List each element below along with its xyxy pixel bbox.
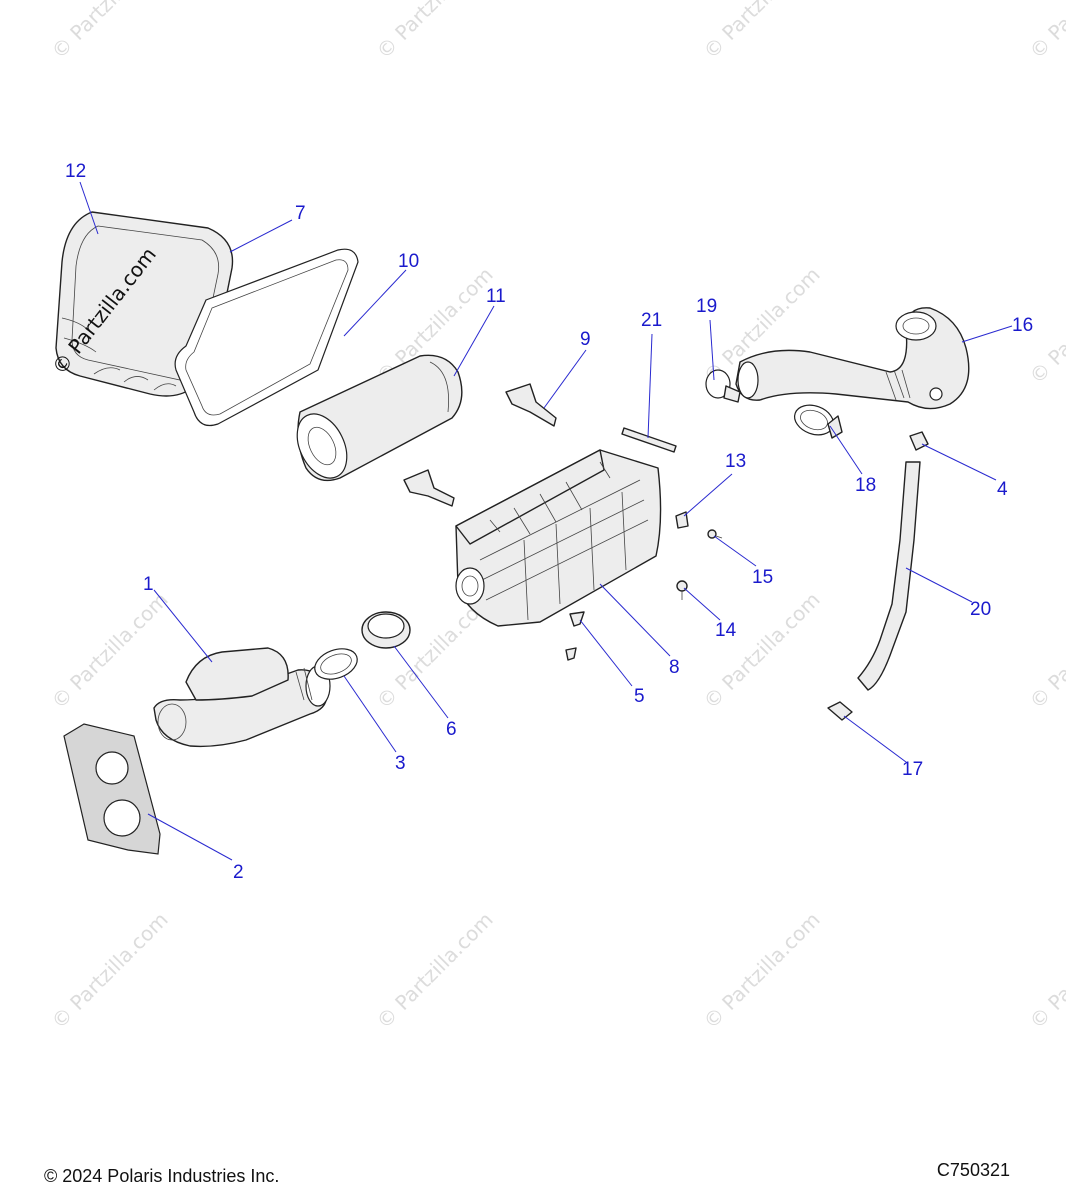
callout-10: 10: [398, 251, 419, 272]
leader-line-5: [579, 619, 633, 687]
callout-20: 20: [970, 599, 991, 620]
leader-lines: [79, 181, 1013, 861]
leader-line-6: [393, 645, 449, 719]
watermark: © Partzilla.com: [47, 907, 173, 1033]
leader-line-17: [843, 715, 907, 763]
watermark: © Partzilla.com: [1025, 0, 1066, 64]
watermark: © Partzilla.com: [47, 587, 173, 713]
watermark: © Partzilla.com: [1025, 587, 1066, 713]
callout-3: 3: [395, 753, 406, 774]
leader-line-12: [79, 181, 99, 235]
leader-line-11: [453, 305, 495, 377]
leader-line-2: [147, 813, 233, 861]
leader-line-20: [905, 567, 973, 603]
part-3-clamp: [314, 648, 358, 680]
callout-4: 4: [997, 479, 1008, 500]
part-21-strap: [621, 427, 677, 453]
part-20-vent-hose: [857, 461, 921, 691]
part-16-outlet-duct: [735, 307, 970, 410]
leader-line-15: [713, 535, 757, 567]
copyright-notice: © 2024 Polaris Industries Inc.: [44, 1166, 280, 1186]
callout-7: 7: [295, 203, 306, 224]
leader-line-4: [921, 443, 997, 481]
callout-12: 12: [65, 161, 86, 182]
diagram-code: C750321: [936, 1160, 1010, 1180]
leader-line-10: [343, 269, 407, 337]
part-19-clamp: [705, 369, 741, 403]
part-14-screw: [676, 580, 688, 600]
callout-11: 11: [486, 286, 506, 307]
callout-16: 16: [1012, 315, 1033, 336]
part-5-drain-valve: [565, 611, 585, 661]
leader-line-1: [153, 589, 213, 663]
callout-14: 14: [715, 620, 737, 641]
leader-line-16: [961, 325, 1013, 343]
part-2-panel: [63, 723, 161, 855]
part-1-intake-duct: [153, 647, 331, 748]
part-4-fitting: [909, 431, 929, 451]
watermark: © Partzilla.com: [699, 0, 825, 64]
part-11-air-filter: [296, 354, 463, 482]
callout-13: 13: [725, 451, 746, 472]
watermark: © Partzilla.com: [372, 0, 498, 64]
callout-6: 6: [446, 719, 457, 740]
watermark: © Partzilla.com: [47, 0, 173, 64]
callout-labels: 1 2 3 4 5 6 7 8 9 10 11 12 13 14 15 16 1…: [65, 161, 1033, 883]
leader-line-19: [709, 319, 715, 381]
callout-5: 5: [634, 686, 645, 707]
part-8-airbox-housing: [455, 449, 662, 627]
callout-15: 15: [752, 567, 773, 588]
part-9-bracket-upper: [505, 383, 557, 427]
callout-18: 18: [855, 475, 876, 496]
part-18-clamp: [794, 404, 843, 439]
part-17-clamp: [827, 701, 853, 721]
leader-line-21: [647, 333, 653, 439]
callout-2: 2: [233, 862, 244, 883]
callout-19: 19: [696, 296, 717, 317]
leader-line-14: [683, 587, 721, 621]
leader-line-8: [599, 583, 671, 657]
callout-9: 9: [580, 329, 591, 350]
part-9-bracket-lower: [403, 469, 455, 507]
part-10-filter-seal: [174, 248, 359, 427]
leader-line-3: [343, 675, 397, 753]
callout-21: 21: [641, 310, 662, 331]
part-6-coupler: [361, 611, 411, 649]
watermark: © Partzilla.com: [1025, 907, 1066, 1033]
callout-1: 1: [143, 574, 154, 595]
leader-line-18: [829, 425, 863, 475]
watermark: © Partzilla.com: [699, 587, 825, 713]
leader-line-9: [543, 349, 587, 409]
leader-line-13: [683, 473, 733, 517]
watermark: © Partzilla.com: [372, 907, 498, 1033]
callout-17: 17: [902, 759, 923, 780]
callout-8: 8: [669, 657, 680, 678]
leader-line-7: [229, 219, 293, 253]
part-13-clip: [675, 511, 689, 529]
watermark: © Partzilla.com: [699, 907, 825, 1033]
